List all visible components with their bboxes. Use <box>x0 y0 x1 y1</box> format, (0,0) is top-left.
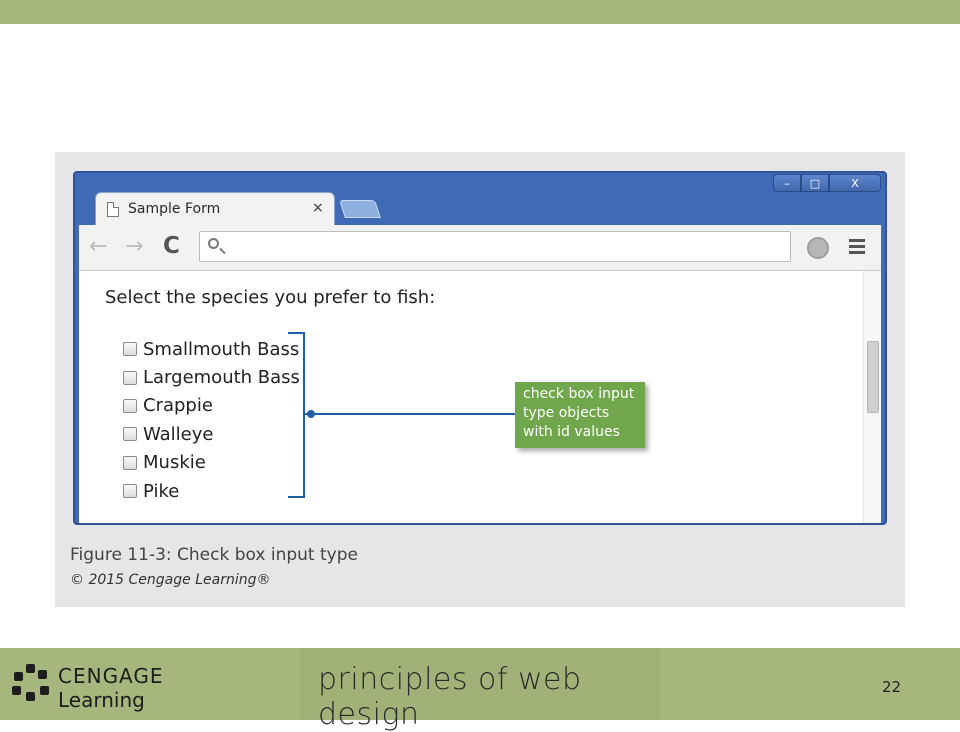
new-tab-button[interactable] <box>339 200 381 218</box>
footer-title-box: principles of web design <box>300 648 660 732</box>
callout-box: check box input type objects with id val… <box>515 382 645 448</box>
back-arrow-icon[interactable]: ← <box>89 234 108 259</box>
close-window-button[interactable]: X <box>829 174 881 192</box>
checkbox[interactable] <box>123 370 137 385</box>
checkbox-label: Muskie <box>143 452 206 474</box>
vertical-scrollbar[interactable] <box>863 271 881 523</box>
checkbox-row-smallmouth-bass[interactable]: Smallmouth Bass <box>123 335 300 363</box>
address-bar[interactable] <box>199 231 791 262</box>
page-content: Select the species you prefer to fish: S… <box>79 271 881 523</box>
tab-close-button[interactable]: × <box>312 200 324 216</box>
top-accent-band <box>0 0 960 24</box>
checkbox[interactable] <box>123 398 137 413</box>
checkbox-label: Walleye <box>143 423 214 445</box>
forward-arrow-icon[interactable]: → <box>125 234 144 259</box>
tab-title: Sample Form <box>128 201 221 217</box>
checkbox[interactable] <box>123 455 137 470</box>
minimize-button[interactable]: – <box>773 174 801 192</box>
checkbox-label: Largemouth Bass <box>143 367 300 389</box>
browser-toolbar: ← → C <box>79 225 881 271</box>
checkbox[interactable] <box>123 427 137 442</box>
callout-line: with id values <box>523 424 620 440</box>
reload-icon[interactable]: C <box>163 233 180 259</box>
page-number: 22 <box>882 678 902 696</box>
search-icon <box>208 238 219 249</box>
checkbox-row-largemouth-bass[interactable]: Largemouth Bass <box>123 363 300 391</box>
checkbox-label: Pike <box>143 480 180 502</box>
form-prompt: Select the species you prefer to fish: <box>105 287 436 308</box>
figure-copyright: © 2015 Cengage Learning® <box>70 572 271 588</box>
brand-subname: Learning <box>58 688 145 712</box>
window-controls: – □ X <box>773 174 881 192</box>
checkbox-row-pike[interactable]: Pike <box>123 477 300 505</box>
brand-name: CENGAGE <box>58 664 164 688</box>
checkbox[interactable] <box>123 342 137 357</box>
menu-icon[interactable] <box>849 239 865 257</box>
scrollbar-thumb[interactable] <box>867 341 879 413</box>
figure-caption: Figure 11-3: Check box input type <box>70 545 358 565</box>
footer-bar: CENGAGE Learning principles of web desig… <box>0 648 960 732</box>
browser-titlebar: – □ X <box>75 173 885 201</box>
checkbox-row-walleye[interactable]: Walleye <box>123 420 300 448</box>
callout-line: check box input <box>523 386 635 402</box>
maximize-button[interactable]: □ <box>801 174 829 192</box>
checkbox-row-crappie[interactable]: Crappie <box>123 392 300 420</box>
cengage-logo-icon <box>12 664 50 702</box>
page-icon <box>107 202 119 217</box>
checkbox-list: Smallmouth Bass Largemouth Bass Crappie … <box>123 335 300 505</box>
checkbox-row-muskie[interactable]: Muskie <box>123 449 300 477</box>
tab-sample-form[interactable]: Sample Form × <box>95 192 335 226</box>
course-title: principles of web design <box>318 662 582 732</box>
checkbox-label: Crappie <box>143 395 213 417</box>
checkbox[interactable] <box>123 484 137 499</box>
callout-line: type objects <box>523 405 610 421</box>
checkbox-label: Smallmouth Bass <box>143 338 300 360</box>
browser-window: – □ X Sample Form × ← → C Select the spe… <box>73 171 887 525</box>
extension-icon[interactable] <box>807 237 829 259</box>
